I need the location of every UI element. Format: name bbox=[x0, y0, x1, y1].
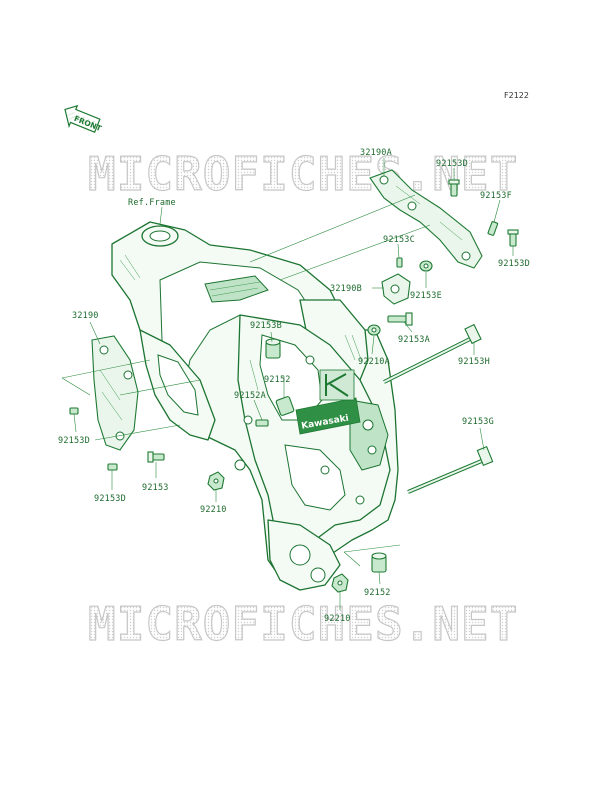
bracket-32190b bbox=[381, 273, 411, 305]
nut-92210-low bbox=[331, 573, 349, 593]
bolt-92152a bbox=[255, 419, 269, 427]
nut-92153e bbox=[419, 260, 433, 272]
frame-reference-label: Ref.Frame bbox=[128, 198, 176, 208]
part-label-92210-low[interactable]: 92210 bbox=[324, 614, 351, 624]
bolt-92153g bbox=[407, 445, 494, 494]
spacer-92152-mid bbox=[275, 396, 295, 416]
svg-text:MICROFICHES.NET: MICROFICHES.NET bbox=[88, 597, 518, 651]
bolt-92153d-top bbox=[448, 179, 460, 197]
spacer-92152-low bbox=[371, 552, 387, 573]
part-label-92153d-bottom[interactable]: 92153D bbox=[94, 494, 126, 504]
part-label-92152a[interactable]: 92152A bbox=[234, 391, 266, 401]
watermark-top: MICROFICHES.NET MICROFICHES.NET bbox=[87, 146, 518, 201]
part-label-92153g[interactable]: 92153G bbox=[462, 417, 494, 427]
watermark-bottom: MICROFICHES.NET MICROFICHES.NET bbox=[87, 596, 518, 651]
bracket-32190a bbox=[369, 169, 483, 269]
part-label-92153d-right[interactable]: 92153D bbox=[498, 259, 530, 269]
bolt-92153d-right bbox=[507, 229, 519, 247]
bolt-92153d-left bbox=[69, 407, 79, 415]
part-label-92153f[interactable]: 92153F bbox=[480, 191, 512, 201]
part-label-92153b[interactable]: 92153B bbox=[250, 321, 282, 331]
bolt-92153h bbox=[383, 323, 482, 384]
stud-92153b bbox=[265, 338, 281, 359]
part-label-32190[interactable]: 32190 bbox=[72, 311, 99, 321]
part-label-92153a[interactable]: 92153A bbox=[398, 335, 430, 345]
part-label-32190b[interactable]: 32190B bbox=[330, 284, 362, 294]
leader-lines bbox=[61, 158, 514, 610]
part-label-92153e[interactable]: 92153E bbox=[410, 291, 442, 301]
svg-text:MICROFICHES.NET: MICROFICHES.NET bbox=[88, 147, 518, 201]
part-label-92153[interactable]: 92153 bbox=[142, 483, 169, 493]
part-label-92210a[interactable]: 92210A bbox=[358, 357, 390, 367]
bolt-92153d-bottom bbox=[107, 463, 118, 471]
bolt-92153f bbox=[487, 221, 499, 236]
bracket-32190 bbox=[91, 335, 139, 451]
bolt-92153a bbox=[387, 312, 413, 326]
nut-92210-mid bbox=[207, 471, 225, 491]
part-label-92152-low[interactable]: 92152 bbox=[364, 588, 391, 598]
part-label-92210-mid[interactable]: 92210 bbox=[200, 505, 227, 515]
svg-text:MICROFICHES.NET: MICROFICHES.NET bbox=[88, 147, 518, 201]
part-label-92153c[interactable]: 92153C bbox=[383, 235, 415, 245]
bolt-92153 bbox=[147, 451, 165, 463]
figure-reference: F2122 bbox=[504, 91, 529, 100]
motorcycle-frame bbox=[111, 221, 399, 591]
part-label-92153d-top[interactable]: 92153D bbox=[436, 159, 468, 169]
part-label-32190a[interactable]: 32190A bbox=[360, 148, 392, 158]
part-labels: Ref.Frame 32190A 92153D 92153F 92153C 92… bbox=[58, 148, 530, 624]
part-label-92153h[interactable]: 92153H bbox=[458, 357, 490, 367]
logo-emblem-icon bbox=[319, 369, 355, 401]
nut-92210a bbox=[367, 324, 381, 336]
part-label-92152-mid[interactable]: 92152 bbox=[264, 375, 291, 385]
bolt-92153c bbox=[396, 257, 403, 268]
svg-text:MICROFICHES.NET: MICROFICHES.NET bbox=[88, 597, 518, 651]
part-label-92153d-left[interactable]: 92153D bbox=[58, 436, 90, 446]
front-arrow-icon: FRONT bbox=[64, 104, 104, 133]
